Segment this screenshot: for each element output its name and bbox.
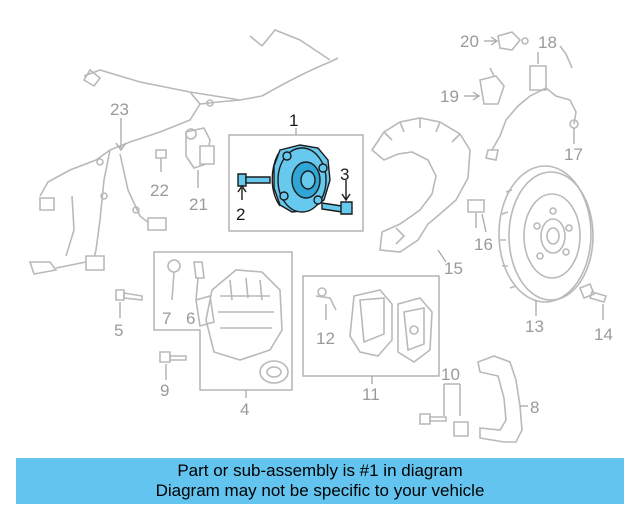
- callout-16: 16: [474, 235, 493, 254]
- bolt-part-22: [155, 149, 167, 172]
- callout-21: 21: [189, 195, 208, 214]
- bolt-part-2: [237, 173, 271, 200]
- callout-17: 17: [564, 145, 583, 164]
- banner-line-part-number: Part or sub-assembly is #1 in diagram: [177, 461, 463, 480]
- callout-22: 22: [150, 181, 169, 200]
- callout-4: 4: [240, 400, 249, 419]
- bolt-kit-part-10: [419, 383, 469, 437]
- callout-11: 11: [362, 385, 380, 404]
- callout-9: 9: [160, 381, 169, 400]
- hub-group-box: [228, 128, 364, 232]
- bolt-part-14: [578, 282, 608, 320]
- brake-pads-part-11: [349, 289, 433, 363]
- callout-1: 1: [289, 111, 298, 130]
- banner-line-disclaimer: Diagram may not be specific to your vehi…: [155, 481, 485, 500]
- callout-numbers: 1 2 3 4 5 6 7 8 9 10 11 12 13 14 15 16 1…: [110, 32, 613, 419]
- guide-pin-part-7: [167, 259, 181, 301]
- callout-13: 13: [525, 317, 544, 336]
- wheel-hub-assembly-part-1: [271, 144, 331, 213]
- callout-15: 15: [444, 259, 463, 278]
- wear-sensor-part-12: [315, 287, 337, 320]
- clip-part-20: [484, 31, 529, 51]
- callout-14: 14: [594, 325, 613, 344]
- splash-shield-part-15: [370, 117, 471, 263]
- spring-clip-part-8: [477, 355, 528, 443]
- wiring-harness-part-23: [28, 29, 339, 275]
- callout-3: 3: [340, 165, 349, 184]
- bolt-part-5: [115, 289, 143, 318]
- callout-6: 6: [186, 309, 195, 328]
- callout-12: 12: [316, 329, 335, 348]
- caliper-group-box: [153, 251, 293, 398]
- caliper-part-4: [195, 269, 289, 384]
- info-banner: Part or sub-assembly is #1 in diagram Di…: [16, 458, 624, 504]
- parts-diagram: 1 2 3 4 5 6 7 8 9 10 11 12 13 14 15 16 1…: [28, 29, 613, 443]
- callout-23: 23: [110, 100, 129, 119]
- brake-rotor-part-13: [498, 165, 594, 316]
- callout-5: 5: [114, 321, 123, 340]
- callout-7: 7: [162, 309, 171, 328]
- sensor-cable-part-17: [485, 87, 579, 161]
- callout-10: 10: [441, 365, 460, 384]
- callout-19: 19: [440, 87, 459, 106]
- callout-8: 8: [530, 398, 539, 417]
- bolt-part-16: [467, 199, 487, 233]
- bolt-part-9: [159, 351, 187, 380]
- callout-2: 2: [236, 205, 245, 224]
- bolt-part-3: [321, 180, 353, 215]
- callout-20: 20: [460, 32, 479, 51]
- sensor-part-21: [185, 127, 215, 188]
- pad-group-box: [302, 275, 440, 384]
- sensor-part-18: [529, 45, 573, 91]
- bleeder-part-6: [193, 261, 205, 301]
- bracket-part-19: [464, 67, 505, 105]
- callout-18: 18: [538, 33, 557, 52]
